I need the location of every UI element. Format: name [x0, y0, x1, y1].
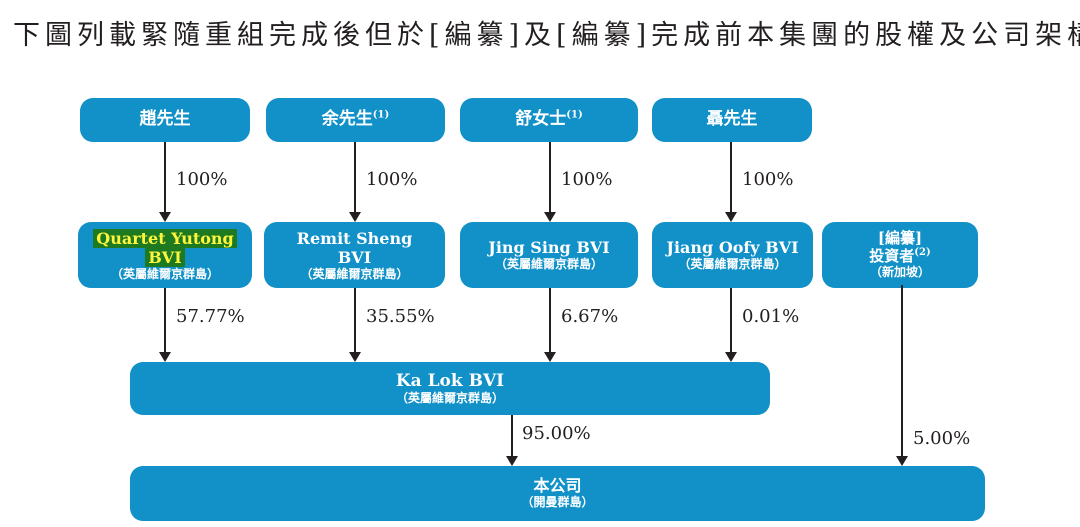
holdco-name-highlighted: Quartet Yutong — [93, 228, 237, 248]
arrow-yu-to-bvi — [349, 142, 361, 222]
arrow-remit-to-kalok — [349, 288, 361, 362]
shareholder-label: 聶先生 — [706, 109, 758, 130]
holdco-box-remit-sheng-bvi: Remit Sheng BVI （英屬維爾京群島） — [264, 222, 445, 288]
percent-label: 0.01% — [742, 306, 800, 327]
arrow-jingsing-to-kalok — [544, 288, 556, 362]
investor-label-redacted: [編纂] — [877, 229, 923, 248]
shareholder-box-nie: 聶先生 — [652, 98, 812, 142]
company-box: 本公司 （開曼群島） — [130, 466, 985, 521]
percent-label: 5.00% — [913, 428, 971, 449]
shareholder-box-shu: 舒女士(1) — [460, 98, 638, 142]
company-name: Ka Lok BVI — [395, 370, 505, 391]
arrow-nie-to-bvi — [725, 142, 737, 222]
arrow-zhao-to-bvi — [159, 142, 171, 222]
arrow-investor-to-company — [896, 285, 908, 466]
percent-label: 35.55% — [366, 306, 435, 327]
arrow-kalok-to-company — [506, 415, 518, 466]
shareholder-box-yu: 余先生(1) — [266, 98, 445, 142]
shareholder-label: 舒女士(1) — [515, 109, 583, 130]
holdco-name: Remit Sheng — [296, 228, 413, 248]
percent-label: 100% — [561, 169, 613, 190]
shareholder-label: 余先生(1) — [321, 109, 390, 130]
investor-label: 投資者(2) — [869, 246, 931, 265]
page-header-text: 下圖列載緊隨重組完成後但於[編纂]及[編纂]完成前本集團的股權及公司架構： — [13, 20, 1080, 51]
jurisdiction-label: （英屬維爾京群島） — [494, 257, 603, 271]
jurisdiction-label: （英屬維爾京群島） — [300, 266, 409, 281]
jurisdiction-label: （新加坡） — [869, 264, 930, 279]
jurisdiction-label: （英屬維爾京群島） — [110, 266, 219, 281]
percent-label: 100% — [742, 169, 794, 190]
percent-label: 57.77% — [176, 306, 245, 327]
company-name: 本公司 — [533, 475, 582, 495]
percent-label: 100% — [366, 169, 418, 190]
jurisdiction-label: （開曼群島） — [521, 495, 594, 510]
holdco-name: Jiang Oofy BVI — [666, 238, 799, 257]
percent-label: 95.00% — [522, 423, 591, 444]
holdco-name-highlighted: BVI — [145, 247, 185, 267]
kalok-bvi-box: Ka Lok BVI （英屬維爾京群島） — [130, 362, 770, 415]
holdco-name: Jing Sing BVI — [488, 238, 610, 257]
jurisdiction-label: （英屬維爾京群島） — [395, 390, 504, 405]
holdco-box-jiang-oofy-bvi: Jiang Oofy BVI （英屬維爾京群島） — [652, 222, 813, 288]
arrow-jiangoofy-to-kalok — [725, 288, 737, 362]
holdco-box-jing-sing-bvi: Jing Sing BVI （英屬維爾京群島） — [460, 222, 638, 288]
jurisdiction-label: （英屬維爾京群島） — [678, 257, 787, 271]
shareholder-label: 趙先生 — [139, 109, 191, 130]
shareholder-box-zhao: 趙先生 — [80, 98, 250, 142]
arrow-shu-to-bvi — [544, 142, 556, 222]
percent-label: 100% — [176, 169, 228, 190]
arrow-quartet-to-kalok — [159, 288, 171, 362]
percent-label: 6.67% — [561, 306, 619, 327]
investor-box: [編纂] 投資者(2) （新加坡） — [822, 222, 978, 288]
holdco-name: BVI — [337, 247, 372, 267]
holdco-box-quartet-yutong-bvi: Quartet Yutong BVI （英屬維爾京群島） — [78, 222, 252, 288]
